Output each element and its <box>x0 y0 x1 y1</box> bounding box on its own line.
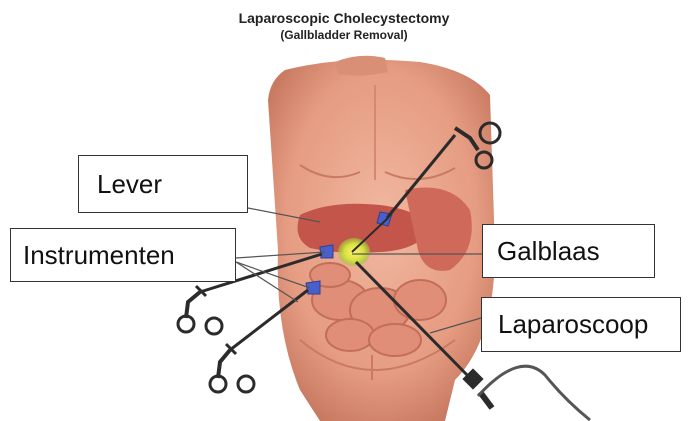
gallbladder-organ <box>338 238 370 266</box>
label-liver: Lever <box>78 155 248 213</box>
diagram-subtitle: (Gallbladder Removal) <box>0 28 688 42</box>
neck <box>335 56 388 76</box>
label-instruments-text: Instrumenten <box>23 240 175 271</box>
label-gallbladder-text: Galblaas <box>497 236 600 267</box>
label-laparoscope: Laparoscoop <box>481 297 681 352</box>
label-liver-text: Lever <box>97 169 162 200</box>
label-gallbladder: Galblaas <box>482 224 655 278</box>
label-laparoscope-text: Laparoscoop <box>498 309 648 340</box>
label-instruments: Instrumenten <box>10 228 236 282</box>
diagram-title: Laparoscopic Cholecystectomy <box>0 10 688 26</box>
